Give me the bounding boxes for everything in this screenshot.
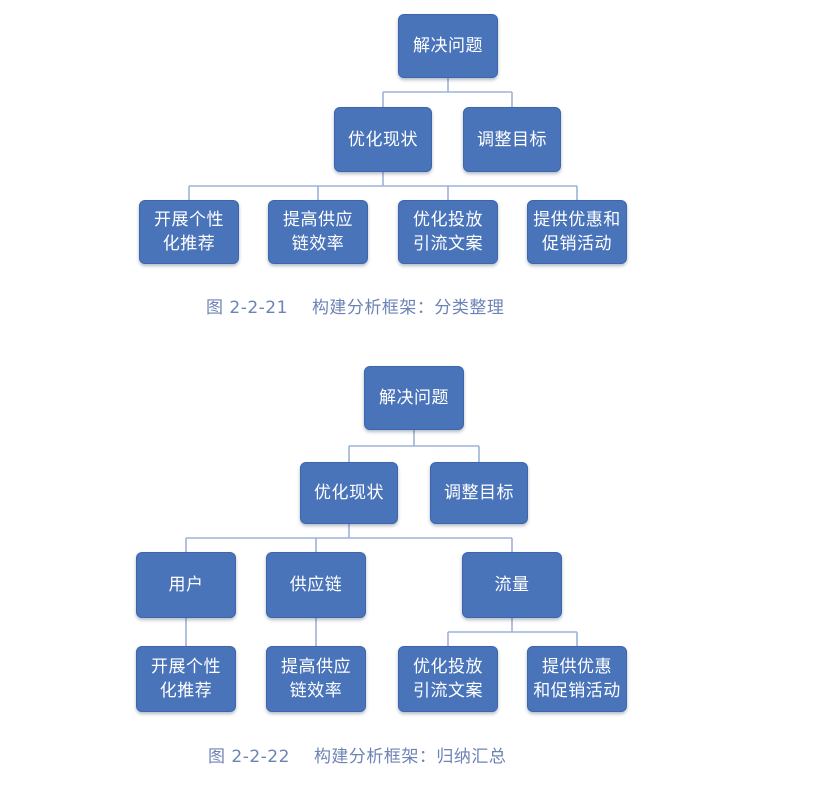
- d2-caption-text: 构建分析框架：归纳汇总: [313, 747, 507, 767]
- d1-leaf-node: 开展个性 化推荐: [139, 200, 239, 264]
- d2-level1-node: 调整目标: [430, 462, 528, 524]
- d1-level1-node: 调整目标: [463, 107, 561, 172]
- d1-leaf-node: 提高供应 链效率: [268, 200, 368, 264]
- d1-root-node: 解决问题: [398, 14, 498, 78]
- d2-level2-node: 用户: [136, 552, 236, 618]
- d2-leaf-node: 提高供应 链效率: [266, 646, 366, 712]
- d2-caption: 图 2-2-22 构建分析框架：归纳汇总: [208, 742, 506, 767]
- d1-caption: 图 2-2-21 构建分析框架：分类整理: [206, 293, 504, 318]
- d1-level1-node: 优化现状: [334, 107, 432, 172]
- d2-level1-node: 优化现状: [300, 462, 398, 524]
- d2-level2-node: 供应链: [266, 552, 366, 618]
- d1-leaf-node: 优化投放 引流文案: [398, 200, 498, 264]
- d2-root-node: 解决问题: [364, 366, 464, 430]
- d1-leaf-node: 提供优惠和 促销活动: [527, 200, 627, 264]
- d1-caption-text: 构建分析框架：分类整理: [311, 298, 505, 318]
- d2-level2-node: 流量: [462, 552, 562, 618]
- d1-caption-number: 图 2-2-21: [206, 298, 288, 318]
- d2-leaf-node: 优化投放 引流文案: [398, 646, 498, 712]
- d2-leaf-node: 开展个性 化推荐: [136, 646, 236, 712]
- d2-leaf-node: 提供优惠 和促销活动: [527, 646, 627, 712]
- d2-caption-number: 图 2-2-22: [208, 747, 290, 767]
